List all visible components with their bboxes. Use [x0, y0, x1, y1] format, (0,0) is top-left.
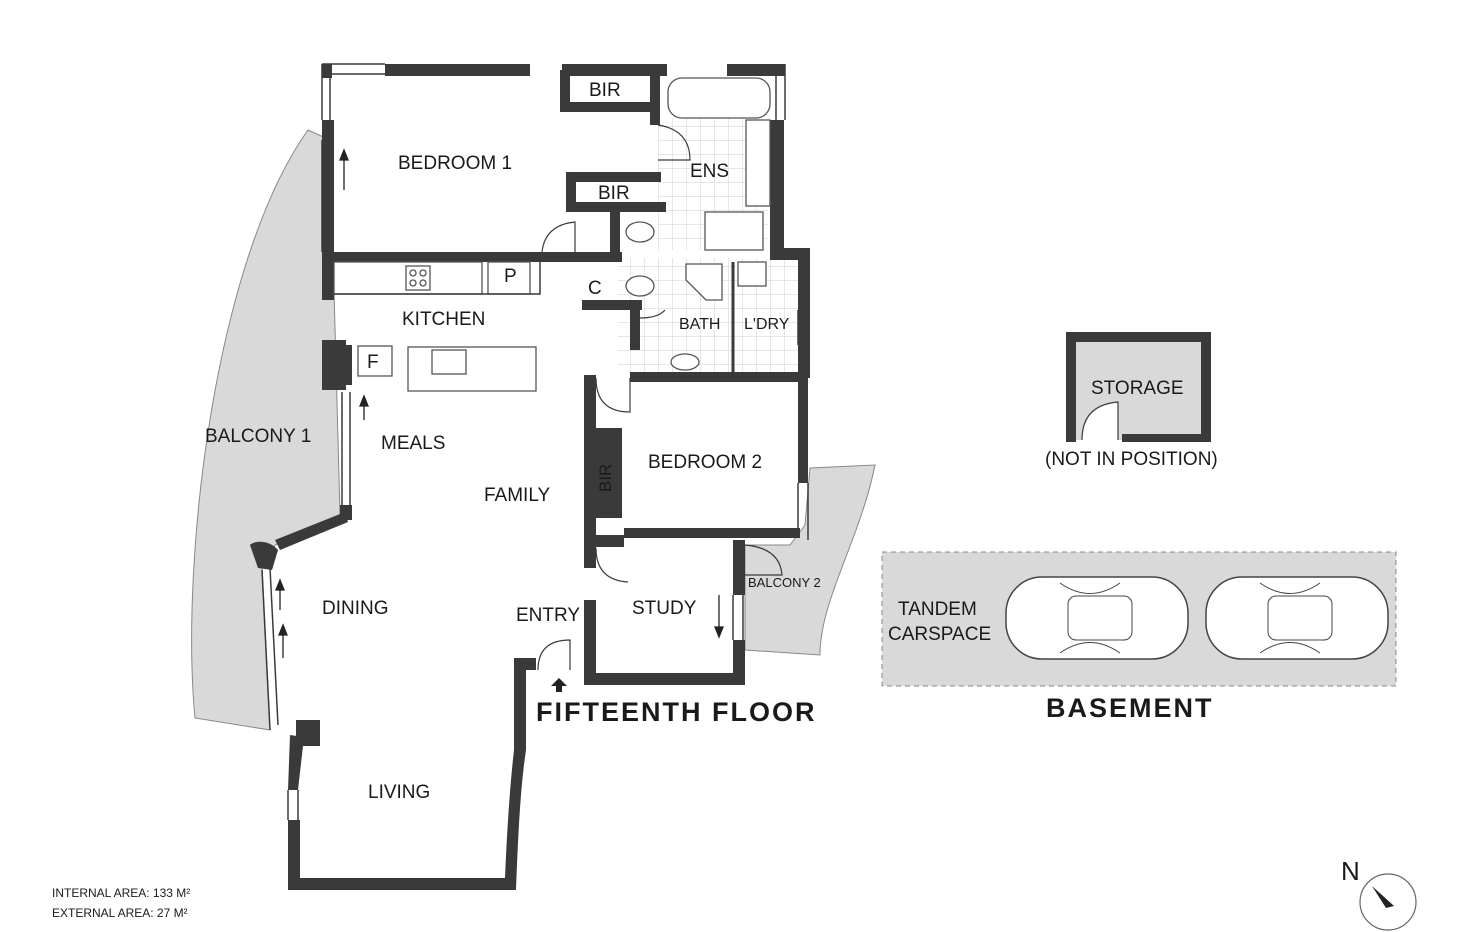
label-balcony1: BALCONY 1 [205, 426, 311, 447]
label-bedroom1: BEDROOM 1 [398, 153, 512, 174]
storage-unit [1066, 332, 1211, 442]
label-bath: BATH [679, 316, 720, 333]
label-bir-mid: BIR [598, 183, 630, 204]
bathtub-icon [667, 77, 771, 119]
label-family: FAMILY [484, 485, 550, 506]
external-area: EXTERNAL AREA: 27 M² [52, 906, 188, 920]
toilet-ens-icon [625, 221, 655, 243]
label-bir-bed2: BIR [596, 464, 615, 492]
basement-title: BASEMENT [1046, 693, 1214, 723]
label-carspace-2: CARSPACE [888, 624, 991, 645]
label-bedroom2: BEDROOM 2 [648, 452, 762, 473]
kitchen-island [407, 346, 537, 392]
label-meals: MEALS [381, 433, 445, 454]
cooktop-icon [405, 265, 431, 291]
shower-bath-icon [685, 263, 723, 301]
fridge-box [357, 345, 393, 377]
laundry-tub-icon [737, 261, 767, 287]
doors [537, 124, 783, 671]
label-entry: ENTRY [516, 605, 580, 626]
car-2-icon [1205, 576, 1389, 660]
label-study: STUDY [632, 598, 697, 619]
slide-arrows [275, 148, 724, 658]
label-fridge: F [367, 352, 379, 373]
label-living: LIVING [368, 782, 430, 803]
label-cupboard: C [588, 278, 602, 299]
compass-icon [1359, 873, 1417, 931]
pantry-box [487, 261, 531, 295]
label-storage: STORAGE [1091, 378, 1184, 399]
car-1-icon [1005, 576, 1189, 660]
label-storage-note: (NOT IN POSITION) [1045, 449, 1218, 470]
label-dining: DINING [322, 598, 389, 619]
compass-north: N [1341, 856, 1360, 886]
shower-icon [704, 211, 764, 251]
sink-icon [431, 349, 467, 375]
label-balcony2: BALCONY 2 [748, 575, 821, 590]
label-ens: ENS [690, 161, 729, 182]
label-pantry: P [504, 266, 517, 287]
vanity-icon [745, 119, 771, 207]
basin-icon [670, 353, 700, 371]
balcony-1-area [191, 129, 341, 731]
label-laundry: L'DRY [744, 316, 790, 333]
toilet-bath-icon [625, 275, 655, 297]
label-bir-top: BIR [589, 80, 621, 101]
windows [261, 63, 809, 820]
walls [250, 64, 810, 890]
internal-area: INTERNAL AREA: 133 M² [52, 886, 190, 900]
entry-arrow-icon [551, 678, 567, 692]
label-kitchen: KITCHEN [402, 309, 485, 330]
balcony-2-area [744, 464, 876, 656]
label-carspace-1: TANDEM [898, 599, 977, 620]
floor-title: FIFTEENTH FLOOR [536, 697, 816, 727]
